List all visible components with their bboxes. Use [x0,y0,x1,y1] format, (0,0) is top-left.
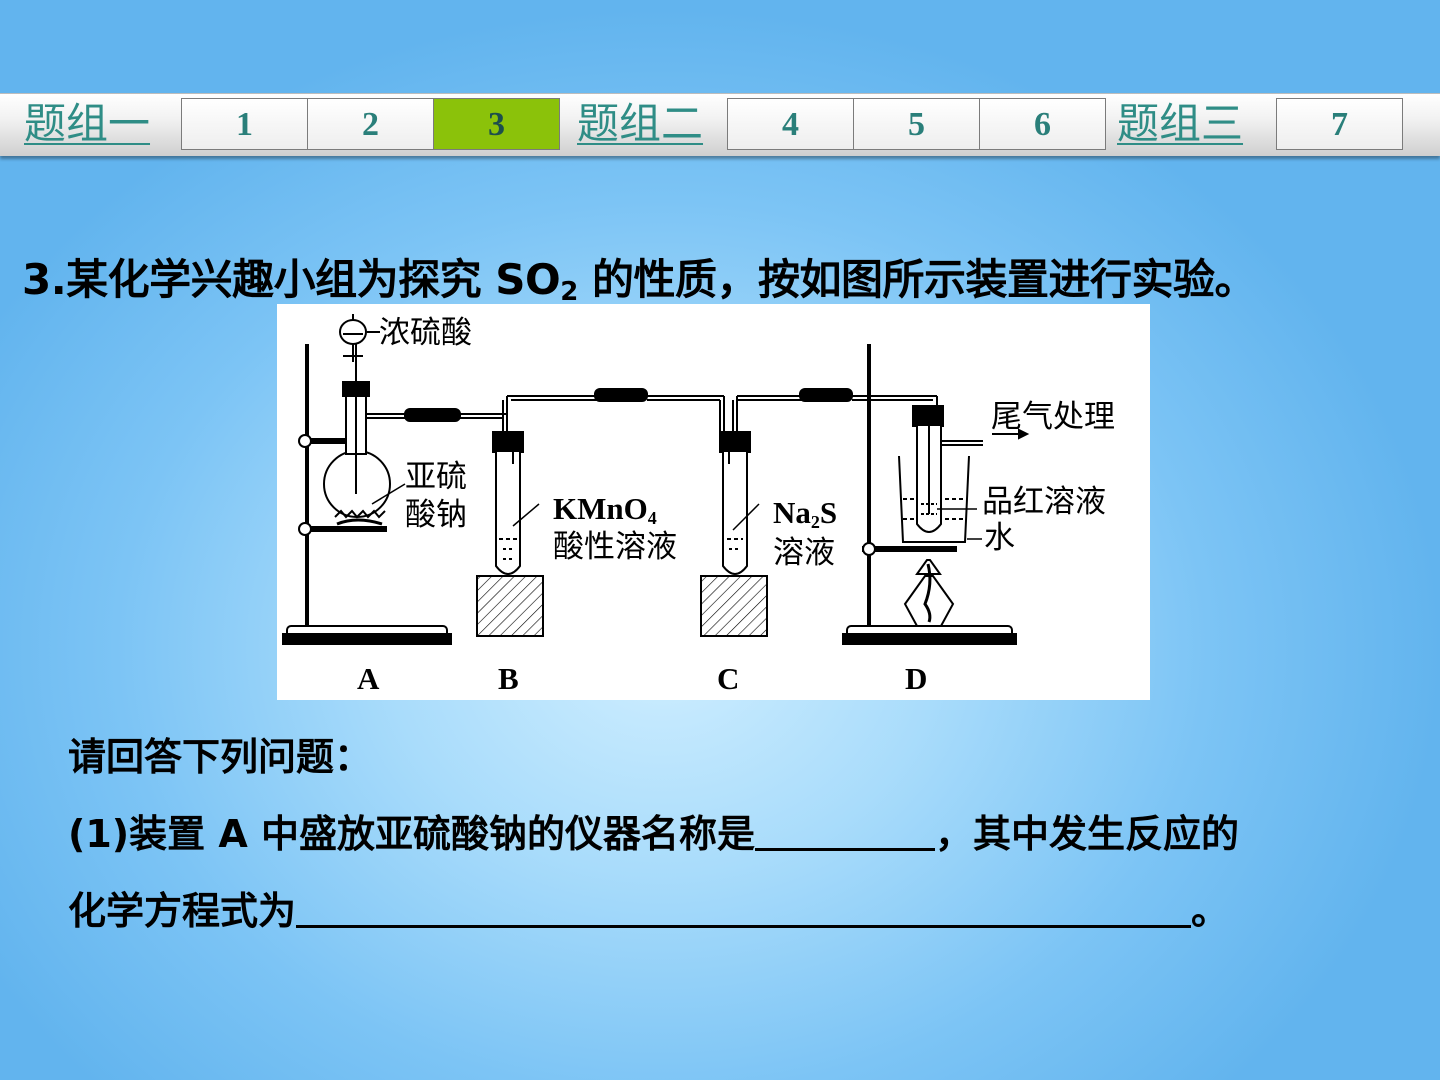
question-1-line-1: (1)装置 A 中盛放亚硫酸钠的仪器名称是 ，其中发生反应的 [68,803,1239,858]
question-title-prefix: 3.某化学兴趣小组为探究 SO [22,255,561,304]
alcohol-lamp [903,575,955,627]
nav-question-7-button[interactable]: 7 [1276,98,1403,150]
apparatus-diagram [282,314,1030,645]
question-1-text-a: (1)装置 A 中盛放亚硫酸钠的仪器名称是 [68,812,756,856]
label-kmno4: KMnO4 [553,492,657,535]
label-na2s: Na2S [773,496,837,539]
label-na2s-s: S [819,495,838,530]
label-magenta-solution: 品红溶液 [982,484,1106,520]
question-1-text-end: 。 [1191,889,1230,933]
nav-question-1-button[interactable]: 1 [181,98,308,150]
question-title: 3.某化学兴趣小组为探究 SO2 的性质，按如图所示装置进行实验。 [22,246,1256,307]
answer-blank-instrument[interactable] [755,818,936,851]
question-nav-bar: 题组一 1 2 3 题组二 4 5 6 题组三 7 [0,93,1440,156]
test-tube-b [495,452,521,575]
answer-blank-equation[interactable] [296,895,1192,928]
nav-group-2-link[interactable]: 题组二 [577,99,704,148]
question-1-text-c: 化学方程式为 [68,889,297,933]
question-prompt: 请回答下列问题： [68,735,373,779]
label-apparatus-d: D [905,661,928,696]
label-apparatus-a: A [357,661,380,696]
label-kmno4-acidic-solution: 酸性溶液 [553,529,677,565]
label-concentrated-sulfuric-acid: 浓硫酸 [379,315,472,351]
nav-question-6-button[interactable]: 6 [979,98,1106,150]
question-title-subscript: 2 [560,277,578,307]
label-na2s-solution: 溶液 [773,535,835,571]
label-kmno4-text: KMnO [553,491,648,526]
test-tube-c [722,452,748,575]
separatory-funnel [339,319,367,345]
question-1-line-2: 化学方程式为 。 [68,880,1229,935]
label-apparatus-b: B [498,661,519,696]
nav-question-5-button[interactable]: 5 [853,98,980,150]
label-kmno4-subscript: 4 [647,508,657,528]
nav-question-2-button[interactable]: 2 [307,98,434,150]
label-water: 水 [984,520,1015,556]
apparatus-figure: 浓硫酸 亚硫 酸钠 KMnO4 酸性溶液 Na2S 溶液 尾气处理 品红溶液 水… [277,304,1150,700]
label-sodium-sulfite-line1: 亚硫 [405,459,467,495]
question-title-suffix: 的性质，按如图所示装置进行实验。 [577,255,1257,304]
block-b [476,575,544,637]
nav-question-3-button[interactable]: 3 [433,98,560,150]
label-na2s-subscript: 2 [810,512,820,532]
label-exhaust-treatment: 尾气处理 [991,399,1115,435]
label-na2s-na: Na [773,495,811,530]
question-1-text-b: ，其中发生反应的 [935,812,1240,856]
nav-question-4-button[interactable]: 4 [727,98,854,150]
nav-group-3-link[interactable]: 题组三 [1117,99,1244,148]
label-sodium-sulfite-line2: 酸钠 [405,497,467,533]
block-c [700,575,768,637]
label-apparatus-c: C [717,661,740,696]
nav-group-1-link[interactable]: 题组一 [24,99,151,148]
